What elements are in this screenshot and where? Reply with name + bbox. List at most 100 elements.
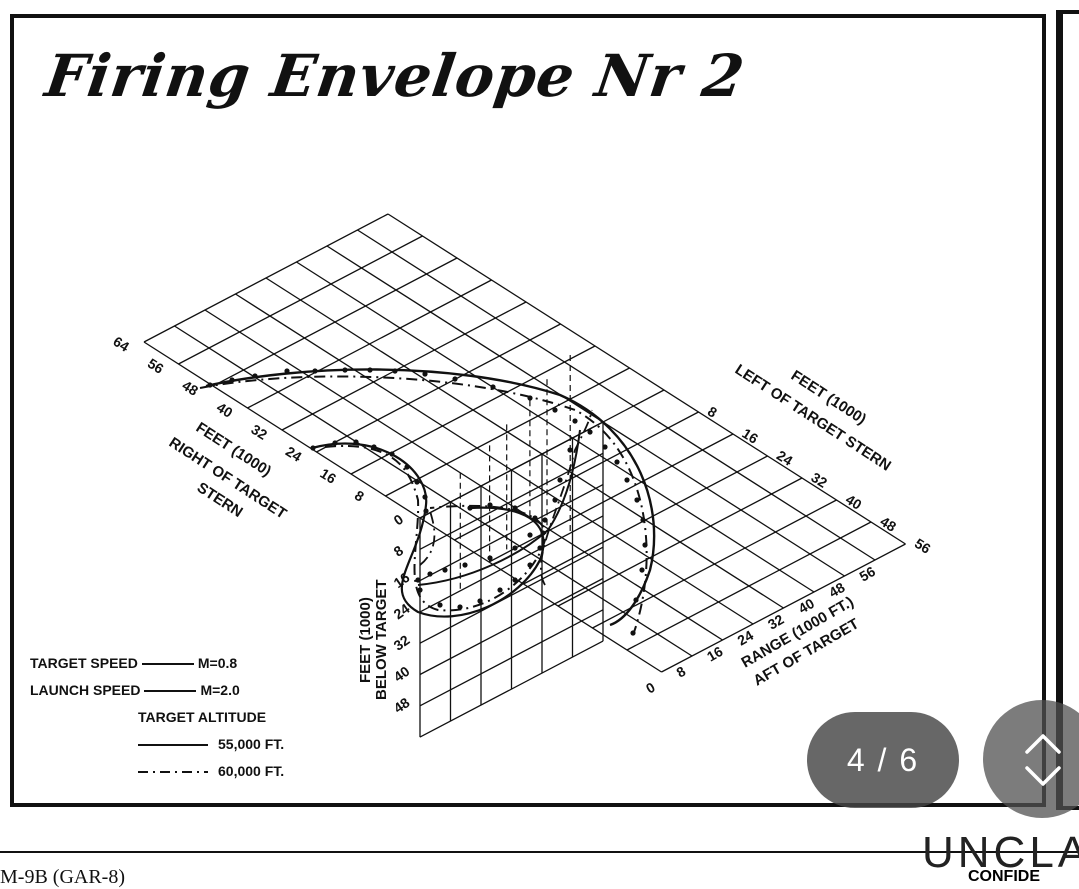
right-tick-label: 24 (283, 443, 305, 465)
range-tick-label: 24 (735, 627, 757, 649)
data-point (567, 447, 573, 453)
envelope-60000-side (540, 409, 593, 586)
left-tick-label: 40 (843, 491, 865, 513)
right-tick-label: 8 (352, 487, 367, 505)
data-point (207, 382, 213, 388)
data-point (634, 497, 640, 503)
grid-line (174, 325, 693, 657)
data-point (639, 567, 645, 573)
grid-line (281, 301, 527, 431)
data-point (371, 444, 377, 450)
data-point (367, 367, 373, 373)
data-point (427, 571, 433, 577)
data-point (422, 494, 428, 500)
data-point (342, 367, 348, 373)
envelope-60000-lower (419, 509, 436, 566)
data-point (532, 515, 538, 521)
envelope-60000-inner (324, 444, 547, 612)
data-point (527, 395, 533, 401)
grid-line (235, 293, 754, 625)
data-point (284, 368, 290, 374)
grid-line (143, 341, 662, 673)
envelope-55000-lower (417, 429, 581, 586)
data-point (587, 429, 593, 435)
grid-line (143, 213, 389, 343)
data-point (310, 445, 316, 451)
grid-line (247, 279, 492, 409)
right-tick-label: 40 (214, 399, 236, 421)
data-point (512, 577, 518, 583)
right-tick-label: 64 (110, 333, 132, 355)
data-point (640, 517, 646, 523)
data-point (497, 587, 503, 593)
below-tick-label: 24 (391, 600, 413, 622)
data-point (512, 505, 518, 511)
page-counter: 4 / 6 (807, 712, 959, 808)
grid-line (265, 277, 784, 609)
data-point (462, 562, 468, 568)
data-point (353, 439, 359, 445)
below-tick-label: 40 (391, 663, 413, 685)
data-point (512, 545, 518, 551)
data-point (602, 444, 608, 450)
data-point (422, 371, 428, 377)
data-point (389, 451, 395, 457)
below-tick-label: 0 (391, 511, 407, 529)
right-tick-label: 56 (145, 355, 167, 377)
footer-rule (0, 851, 1079, 853)
data-point (542, 517, 548, 523)
chevron-up-down-icon (1025, 734, 1061, 786)
data-point (552, 407, 558, 413)
data-point (477, 598, 483, 604)
range-tick-label: 48 (826, 579, 848, 601)
left-tick-label: 24 (774, 447, 796, 469)
data-point (557, 477, 563, 483)
data-point (392, 368, 398, 374)
grid-line (387, 213, 906, 545)
legend-altitude-heading: TARGET ALTITUDE (138, 709, 267, 725)
below-tick-label: 8 (391, 542, 407, 560)
below-tick-label: 16 (391, 569, 413, 591)
grid-line (316, 323, 561, 453)
data-point (252, 373, 258, 379)
data-point (552, 497, 558, 503)
scroll-button[interactable] (983, 700, 1079, 818)
solid-line-swatch (138, 744, 208, 747)
legend-solid-line: 55,000 FT. (30, 731, 284, 758)
data-point (527, 532, 533, 538)
data-point (332, 440, 338, 446)
data-point (404, 464, 410, 470)
grid-line (626, 521, 872, 651)
range-tick-label: 16 (704, 643, 726, 665)
grid-line (296, 261, 815, 593)
data-point (624, 477, 630, 483)
range-tick-label: 32 (765, 611, 787, 633)
data-point (537, 545, 543, 551)
data-point (415, 577, 421, 583)
range-tick-label: 0 (643, 679, 658, 697)
data-point (572, 418, 578, 424)
below-tick-label: 48 (391, 694, 413, 716)
left-tick-label: 32 (808, 469, 830, 491)
data-point (614, 459, 620, 465)
grid-line (204, 309, 723, 641)
data-point (467, 505, 473, 511)
data-point (229, 377, 235, 383)
right-tick-label: 48 (179, 377, 201, 399)
data-point (642, 542, 648, 548)
next-page-edge-inner (1063, 14, 1079, 806)
below-tick-label: 32 (391, 631, 413, 653)
data-point (487, 555, 493, 561)
data-point (452, 376, 458, 382)
grid-line (661, 543, 906, 673)
dashdot-line-swatch (138, 771, 208, 774)
legend-dashdot-line: 60,000 FT. (30, 758, 284, 785)
data-point (487, 502, 493, 508)
left-tick-label: 56 (912, 535, 934, 557)
right-tick-label: 16 (317, 465, 339, 487)
data-point (417, 587, 423, 593)
data-point (540, 530, 546, 536)
